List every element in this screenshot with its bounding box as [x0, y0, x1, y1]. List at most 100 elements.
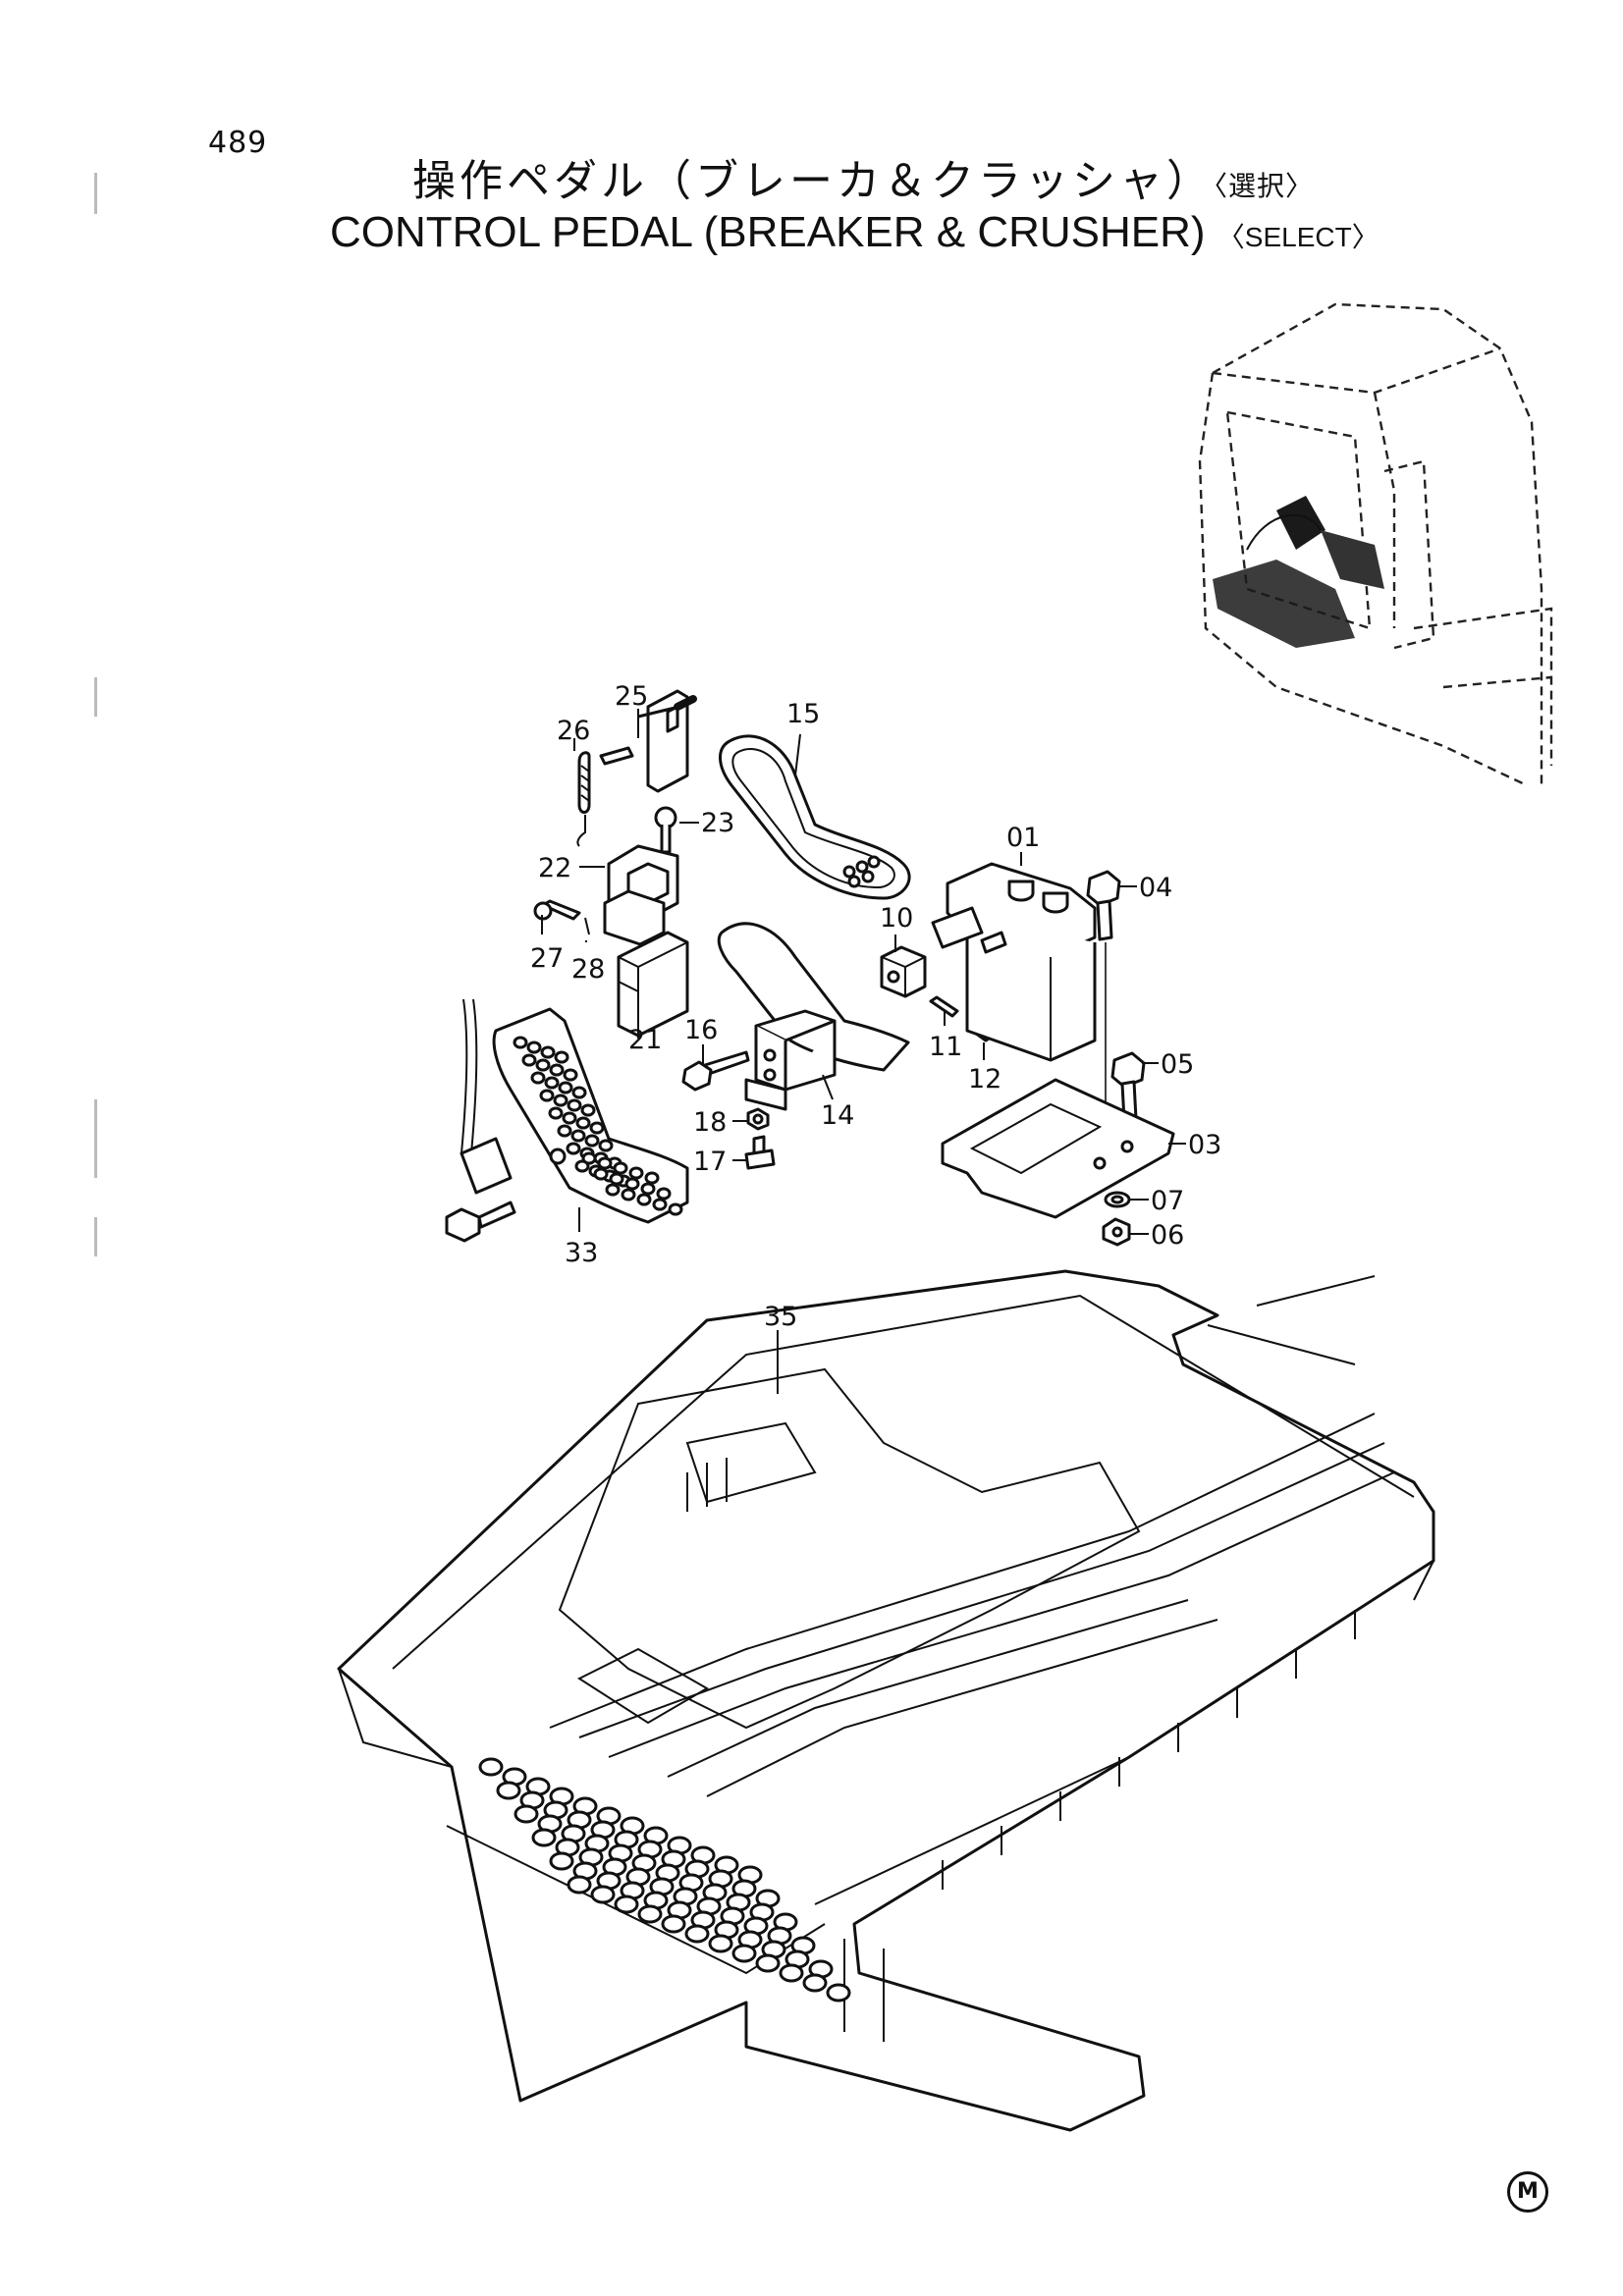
callout-label: 03 — [1188, 1130, 1221, 1160]
select-tag-japanese: 〈選択〉 — [1214, 170, 1315, 202]
callout-labels: 25 26 23 22 27 28 21 15 01 04 10 11 12 0… — [530, 681, 1221, 1332]
floor-stud-grid — [478, 1757, 851, 2002]
floor-stud — [590, 1885, 616, 1904]
callout-label: 07 — [1151, 1186, 1184, 1216]
title-english-text: CONTROL PEDAL (BREAKER & CRUSHER) — [330, 208, 1206, 256]
floor-stud — [755, 1953, 781, 1973]
floor-stud — [614, 1895, 639, 1914]
callout-label: 06 — [1151, 1220, 1184, 1251]
cab-inset-illustration — [1198, 302, 1553, 787]
callout-label: 26 — [557, 716, 590, 746]
floor-stud — [708, 1934, 733, 1953]
pedal-stud — [581, 1151, 597, 1165]
pedal-stud — [571, 1086, 587, 1099]
pedal-stud — [535, 1058, 551, 1072]
switch-bracket-assembly — [533, 689, 697, 1038]
callout-label: 18 — [693, 1107, 727, 1138]
title-japanese-text: 操作ペダル（ブレーカ＆クラッシャ） — [412, 156, 1214, 206]
callout-label: 33 — [565, 1238, 598, 1268]
pedal-cover — [719, 734, 911, 900]
floor-stud — [779, 1963, 804, 1983]
callout-label: 11 — [929, 1032, 962, 1062]
floor-stud — [567, 1875, 592, 1895]
pedal-stud — [558, 1081, 573, 1095]
floor-stud — [478, 1757, 504, 1777]
pedal-stud — [621, 1188, 636, 1201]
pedal-stud — [540, 1045, 556, 1059]
pedal-stud — [644, 1171, 660, 1185]
floor-stud — [731, 1944, 757, 1963]
pedal-stud — [597, 1156, 613, 1170]
floor-plate — [337, 1269, 1435, 2132]
floor-stud — [684, 1924, 710, 1944]
pedal-stud — [593, 1167, 609, 1181]
fasteners-left — [681, 1050, 776, 1170]
pedal-stud — [526, 1041, 542, 1054]
scan-edge-mark — [94, 1099, 97, 1178]
switch-box — [931, 862, 1097, 1062]
washer-nut — [1102, 1191, 1131, 1247]
floor-stud — [802, 1973, 828, 1993]
callout-label: 28 — [571, 954, 605, 985]
callout-label: 35 — [764, 1302, 797, 1332]
callout-label: 01 — [1006, 823, 1040, 853]
floor-stud — [531, 1828, 557, 1847]
pedal-stud — [613, 1161, 628, 1175]
title-english: CONTROL PEDAL (BREAKER & CRUSHER) 〈SELEC… — [330, 208, 1380, 257]
callout-label: 14 — [821, 1100, 854, 1131]
callout-label: 16 — [684, 1015, 718, 1045]
select-tag-english: 〈SELECT〉 — [1217, 222, 1380, 252]
callout-label: 12 — [968, 1064, 1001, 1095]
pedal-stud — [652, 1198, 668, 1211]
pedal-stud — [563, 1068, 578, 1082]
pedal-stud — [624, 1177, 640, 1191]
pedal-stud — [562, 1111, 577, 1125]
callout-label: 25 — [615, 681, 648, 712]
leader-lines — [541, 709, 1186, 1394]
callout-label: 15 — [786, 699, 820, 729]
pedal-stud — [554, 1050, 569, 1064]
callout-label: 27 — [530, 943, 564, 974]
pedal-stud — [567, 1098, 582, 1112]
pedal-stud — [605, 1183, 621, 1197]
floor-stud — [514, 1804, 539, 1824]
pedal-stud — [668, 1202, 683, 1216]
studded-pedal — [445, 998, 689, 1243]
pedal-stud — [557, 1124, 572, 1138]
floor-stud — [661, 1914, 686, 1934]
pedal-stud — [549, 1063, 565, 1077]
scan-edge-mark — [94, 1217, 97, 1256]
bolts-right — [1086, 870, 1146, 1158]
mounting-plate — [941, 1078, 1175, 1219]
callout-label: 22 — [538, 853, 571, 883]
pedal-stud — [539, 1089, 555, 1102]
pedal-stud — [580, 1103, 596, 1117]
footer-circle-mark: M — [1507, 2171, 1548, 2213]
pedal-stud — [640, 1182, 656, 1196]
callout-label: 21 — [628, 1025, 662, 1055]
callout-label: 23 — [701, 808, 734, 838]
scan-edge-mark — [94, 173, 97, 214]
pedal-stud — [584, 1134, 600, 1148]
floor-stud — [637, 1904, 663, 1924]
pedal-stud — [598, 1139, 614, 1152]
pedal-stud — [656, 1187, 672, 1201]
pedal-stud — [521, 1053, 537, 1067]
pedal-stud — [636, 1193, 652, 1206]
pedal-stud — [544, 1076, 560, 1090]
pedal-stud — [553, 1094, 568, 1107]
floor-stud — [549, 1851, 574, 1871]
pedal-stud — [513, 1036, 528, 1049]
pedal-stud — [570, 1129, 586, 1143]
pedal-stud — [548, 1106, 564, 1120]
pedal-stud — [609, 1172, 624, 1186]
callout-label: 17 — [693, 1147, 727, 1177]
pedal-stud — [589, 1121, 605, 1135]
callout-label: 10 — [880, 903, 913, 934]
floor-stud — [496, 1781, 521, 1800]
page-number: 489 — [208, 126, 268, 160]
pedal-stud — [530, 1071, 546, 1085]
callout-label: 04 — [1139, 873, 1172, 903]
pedal-stud — [575, 1116, 591, 1130]
